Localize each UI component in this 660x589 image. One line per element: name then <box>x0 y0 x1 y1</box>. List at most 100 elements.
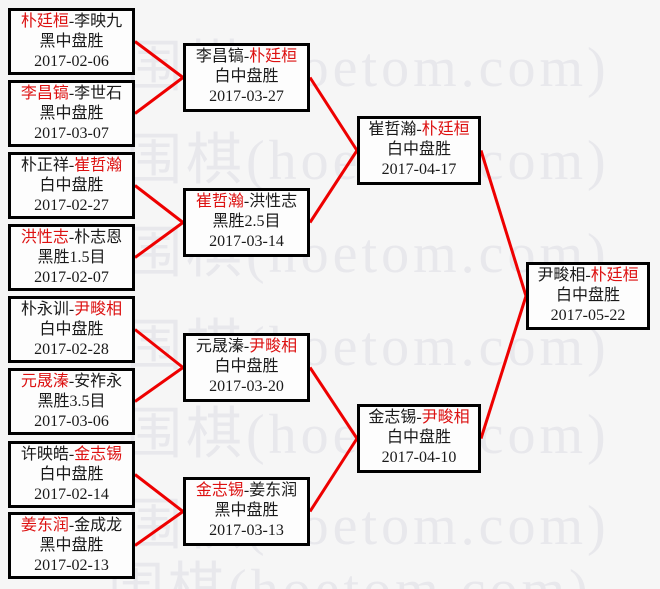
name-separator: - <box>416 409 422 426</box>
name-separator: - <box>243 338 250 355</box>
match-result: 黑胜2.5目 <box>212 213 281 230</box>
match-box-r2-2: 崔哲瀚-洪性志 黑胜2.5目 2017-03-14 <box>183 188 310 257</box>
match-date: 2017-03-27 <box>209 88 284 105</box>
player1-name: 许映皓 <box>20 446 69 463</box>
match-result: 黑中盘胜 <box>39 33 104 50</box>
player2-name: 姜东润 <box>249 482 298 499</box>
match-date: 2017-03-20 <box>209 378 284 395</box>
player1-name: 朴正祥 <box>20 157 69 174</box>
match-players: 金志锡-尹畯相 <box>360 408 478 428</box>
connector-line <box>308 149 359 224</box>
match-result: 白中盘胜 <box>386 429 451 446</box>
match-players: 朴正祥-崔哲瀚 <box>11 156 132 176</box>
player2-name: 尹畯相 <box>249 338 298 355</box>
match-result: 黑中盘胜 <box>39 537 104 554</box>
player1-name: 朴永训 <box>20 301 69 318</box>
name-separator: - <box>68 446 75 463</box>
connector-line <box>134 184 184 224</box>
name-separator: - <box>68 301 75 318</box>
player1-name: 金志锡 <box>368 409 417 426</box>
match-players: 尹畯相-朴廷桓 <box>529 266 647 286</box>
match-result: 白中盘胜 <box>39 466 104 483</box>
match-players: 朴廷桓-李映九 <box>11 12 132 32</box>
player2-name: 金成龙 <box>74 517 123 534</box>
connector-line <box>308 437 359 513</box>
player2-name: 李映九 <box>74 13 123 30</box>
match-players: 许映皓-金志锡 <box>11 445 132 465</box>
player2-name: 崔哲瀚 <box>74 157 123 174</box>
name-separator: - <box>416 121 422 138</box>
match-box-r1-5: 朴永训-尹畯相 白中盘胜 2017-02-28 <box>8 296 135 363</box>
match-players: 元晟溱-尹畯相 <box>186 337 307 357</box>
name-separator: - <box>68 85 75 102</box>
match-box-r1-7: 许映皓-金志锡 白中盘胜 2017-02-14 <box>8 441 135 508</box>
match-box-r1-4: 洪性志-朴志恩 黑胜1.5目 2017-02-07 <box>8 224 135 291</box>
connector-line <box>479 295 528 439</box>
match-players: 李昌镐-朴廷桓 <box>186 47 307 67</box>
player2-name: 洪性志 <box>249 193 298 210</box>
player1-name: 朴廷桓 <box>20 13 69 30</box>
match-result: 白中盘胜 <box>214 358 279 375</box>
match-result: 黑胜3.5目 <box>37 393 106 410</box>
connector-line <box>134 40 184 79</box>
match-box-sf-2: 金志锡-尹畯相 白中盘胜 2017-04-10 <box>357 404 481 473</box>
connector-line <box>308 366 359 440</box>
match-date: 2017-02-14 <box>34 486 109 503</box>
connector-line <box>308 76 359 152</box>
player2-name: 李世石 <box>74 85 123 102</box>
match-box-r1-3: 朴正祥-崔哲瀚 白中盘胜 2017-02-27 <box>8 152 135 219</box>
match-players: 姜东润-金成龙 <box>11 516 132 536</box>
connector-line <box>134 328 184 369</box>
connector-line <box>134 76 184 115</box>
match-date: 2017-04-17 <box>381 161 457 178</box>
match-box-r1-6: 元晟溱-安祚永 黑胜3.5目 2017-03-06 <box>8 368 135 435</box>
player2-name: 尹畯相 <box>421 409 470 426</box>
match-box-r1-2: 李昌镐-李世石 黑中盘胜 2017-03-07 <box>8 80 135 147</box>
connector-line <box>134 473 184 513</box>
match-date: 2017-04-10 <box>381 449 457 466</box>
match-players: 李昌镐-李世石 <box>11 84 132 104</box>
connector-line <box>134 510 184 547</box>
watermark-text: 围棋(hoetom.com) <box>108 562 592 589</box>
player1-name: 李昌镐 <box>195 48 244 65</box>
player2-name: 金志锡 <box>74 446 123 463</box>
match-result: 白中盘胜 <box>39 177 104 194</box>
name-separator: - <box>68 13 75 30</box>
player1-name: 李昌镐 <box>20 85 69 102</box>
player2-name: 朴廷桓 <box>590 267 639 284</box>
match-players: 崔哲瀚-洪性志 <box>186 192 307 212</box>
player1-name: 崔哲瀚 <box>195 193 244 210</box>
match-box-sf-1: 崔哲瀚-朴廷桓 白中盘胜 2017-04-17 <box>357 116 481 185</box>
match-date: 2017-02-06 <box>34 53 109 70</box>
match-box-r2-4: 金志锡-姜东润 黑中盘胜 2017-03-13 <box>183 477 310 546</box>
player2-name: 朴廷桓 <box>249 48 298 65</box>
match-date: 2017-03-06 <box>34 413 109 430</box>
name-separator: - <box>68 517 75 534</box>
match-box-r1-1: 朴廷桓-李映九 黑中盘胜 2017-02-06 <box>8 8 135 75</box>
name-separator: - <box>585 267 591 284</box>
match-date: 2017-03-07 <box>34 125 109 142</box>
match-date: 2017-02-28 <box>34 341 109 358</box>
player1-name: 金志锡 <box>195 482 244 499</box>
player1-name: 尹畯相 <box>537 267 586 284</box>
match-date: 2017-02-13 <box>34 557 109 574</box>
match-players: 崔哲瀚-朴廷桓 <box>360 120 478 140</box>
match-date: 2017-03-14 <box>209 233 284 250</box>
connector-line <box>134 221 184 259</box>
name-separator: - <box>68 373 75 390</box>
match-players: 元晟溱-安祚永 <box>11 372 132 392</box>
connector-line <box>479 150 528 297</box>
player1-name: 崔哲瀚 <box>368 121 417 138</box>
name-separator: - <box>243 193 250 210</box>
match-players: 洪性志-朴志恩 <box>11 228 132 248</box>
match-result: 黑胜1.5目 <box>37 249 106 266</box>
match-result: 白中盘胜 <box>555 287 620 304</box>
match-date: 2017-02-27 <box>34 197 109 214</box>
name-separator: - <box>68 157 75 174</box>
name-separator: - <box>243 482 250 499</box>
match-date: 2017-03-13 <box>209 522 284 539</box>
match-result: 白中盘胜 <box>39 321 104 338</box>
match-result: 白中盘胜 <box>214 68 279 85</box>
